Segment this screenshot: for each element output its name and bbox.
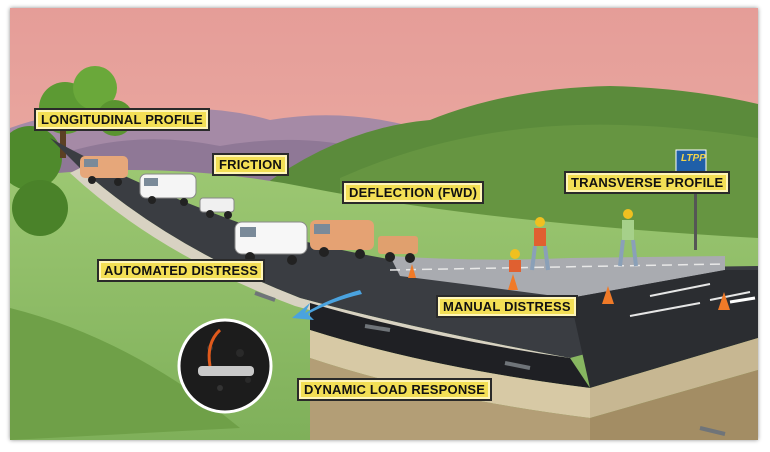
crew-members: [509, 209, 638, 272]
pavement-monitoring-scene: [10, 8, 758, 440]
label-friction: FRICTION: [212, 153, 289, 176]
ltpp-sign: [675, 149, 707, 250]
traffic-cones: [408, 264, 730, 310]
friction-van: [139, 173, 197, 206]
friction-trailer: [199, 197, 235, 219]
label-deflection: DEFLECTION (FWD): [342, 181, 485, 204]
fwd-van: [310, 220, 374, 259]
label-transverse-profile: TRANSVERSE PROFILE: [564, 171, 731, 194]
test-section: [390, 256, 725, 298]
grass-shadow: [10, 308, 240, 440]
label-longitudinal-profile: LONGITUDINAL PROFILE: [34, 108, 210, 131]
label-dynamic-load-response: DYNAMIC LOAD RESPONSE: [297, 378, 493, 401]
label-manual-distress: MANUAL DISTRESS: [436, 295, 578, 318]
illustration-frame: LTPP LONGITUDINAL PROFILE FRICTION DEFLE…: [10, 8, 758, 440]
sensor-inset: [177, 318, 273, 414]
longitudinal-profile-van: [80, 156, 128, 186]
sensor-pipes: [254, 291, 726, 436]
pointer-arrow: [292, 290, 362, 320]
fwd-trailer: [378, 236, 418, 263]
ltpp-logo-text: LTPP: [681, 153, 706, 164]
label-automated-distress: AUTOMATED DISTRESS: [97, 259, 266, 282]
